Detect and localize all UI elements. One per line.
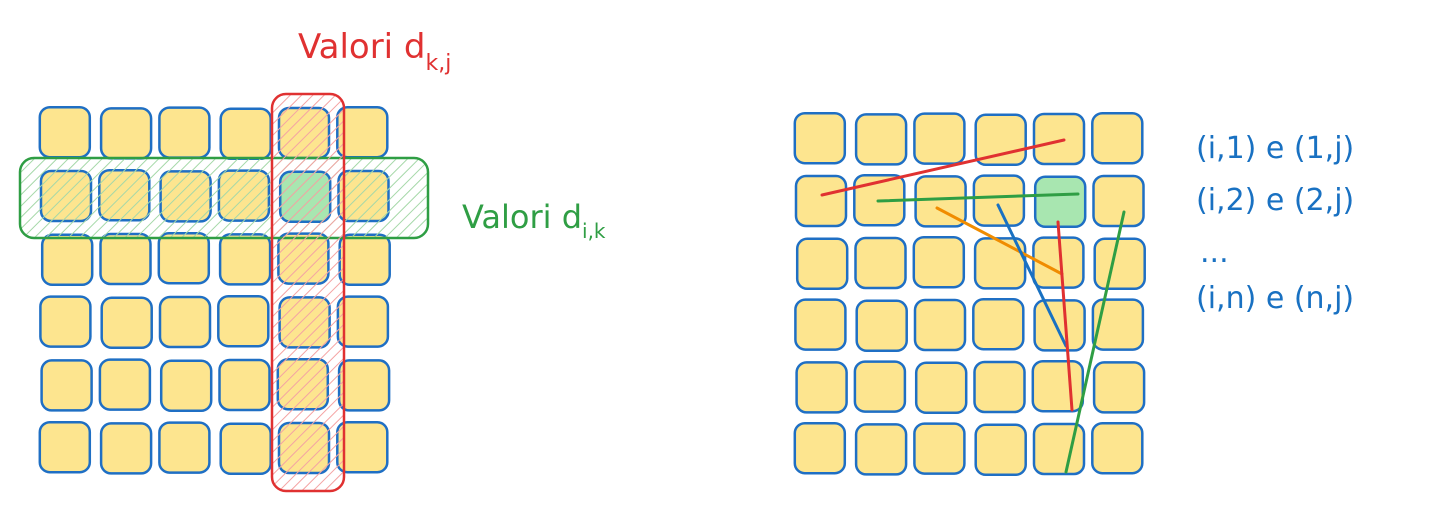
matrix-cell [1033,299,1086,352]
matrix-cell [973,360,1026,414]
matrix-cell [854,236,907,290]
matrix-cell [100,296,153,350]
matrix-cell [98,358,152,411]
matrix-cell [913,298,967,352]
row-values-label: Valori di,k [462,198,606,243]
row-k-highlight [18,156,430,240]
matrix-cell [1091,111,1144,165]
pair-line-green-2 [1064,210,1126,474]
matrix-cell [913,112,966,165]
matrix-cell [854,423,908,476]
pair-line-red-1 [820,138,1066,197]
matrix-cell [793,111,847,165]
matrix-cell [854,113,908,166]
matrix-cell [1031,359,1085,413]
matrix-cell [914,175,967,228]
matrix-cell [972,174,1026,227]
pivot-cell [1033,175,1087,229]
column-k-highlight [270,92,346,493]
pair-line-blue [996,203,1068,348]
matrix-cell [38,105,92,159]
matrix-cell [218,233,272,286]
matrix-cell [99,232,152,286]
matrix-cell [912,235,966,289]
matrix-cell [217,294,270,348]
matrix-cell [794,298,847,351]
matrix-cell [158,421,211,474]
matrix-cell [793,421,847,475]
matrix-cell [795,361,848,414]
matrix-cell [99,422,153,475]
matrix-cell [795,237,849,291]
matrix-cell [1092,174,1145,228]
pair-item: ... [1200,235,1229,270]
right-matrix-grid [793,111,1146,477]
matrix-cell [218,358,271,412]
matrix-cell [1091,298,1145,351]
pair-item: (i,1) e (1,j) [1196,131,1354,166]
matrix-cell [219,422,272,476]
matrix-cell [1032,422,1086,476]
matrix-cell [1032,112,1086,166]
matrix-cell [855,299,908,353]
matrix-cell [914,361,968,415]
matrix-cell [219,107,272,161]
matrix-cell [40,233,94,287]
matrix-cell [38,420,92,474]
column-values-label: Valori dk,j [298,27,451,76]
pair-item: (i,n) e (n,j) [1196,281,1354,316]
matrix-cell [336,295,390,348]
pair-line-green-1 [876,192,1080,203]
matrix-cell [157,231,211,285]
matrix-cell [1092,361,1146,414]
matrix-cell [974,423,1027,477]
matrix-cell [972,297,1025,351]
pair-item: (i,2) e (2,j) [1196,183,1354,218]
matrix-cell [40,359,93,412]
matrix-cell [99,107,153,160]
matrix-cell [1093,237,1146,291]
matrix-cell [158,106,211,159]
matrix-cell [39,295,92,348]
matrix-cell [853,360,907,413]
matrix-cell [913,422,966,475]
matrix-cell [159,359,213,413]
matrix-cell [337,359,391,412]
pairs-list: (i,1) e (1,j) (i,2) e (2,j) ... (i,n) e … [1196,131,1354,316]
matrix-cell [1091,421,1144,475]
pair-line-red-2 [1056,220,1074,412]
pair-line-orange [935,206,1064,276]
matrix-cell [158,295,212,349]
matrix-cell [338,233,391,287]
matrix-cell [794,174,848,228]
